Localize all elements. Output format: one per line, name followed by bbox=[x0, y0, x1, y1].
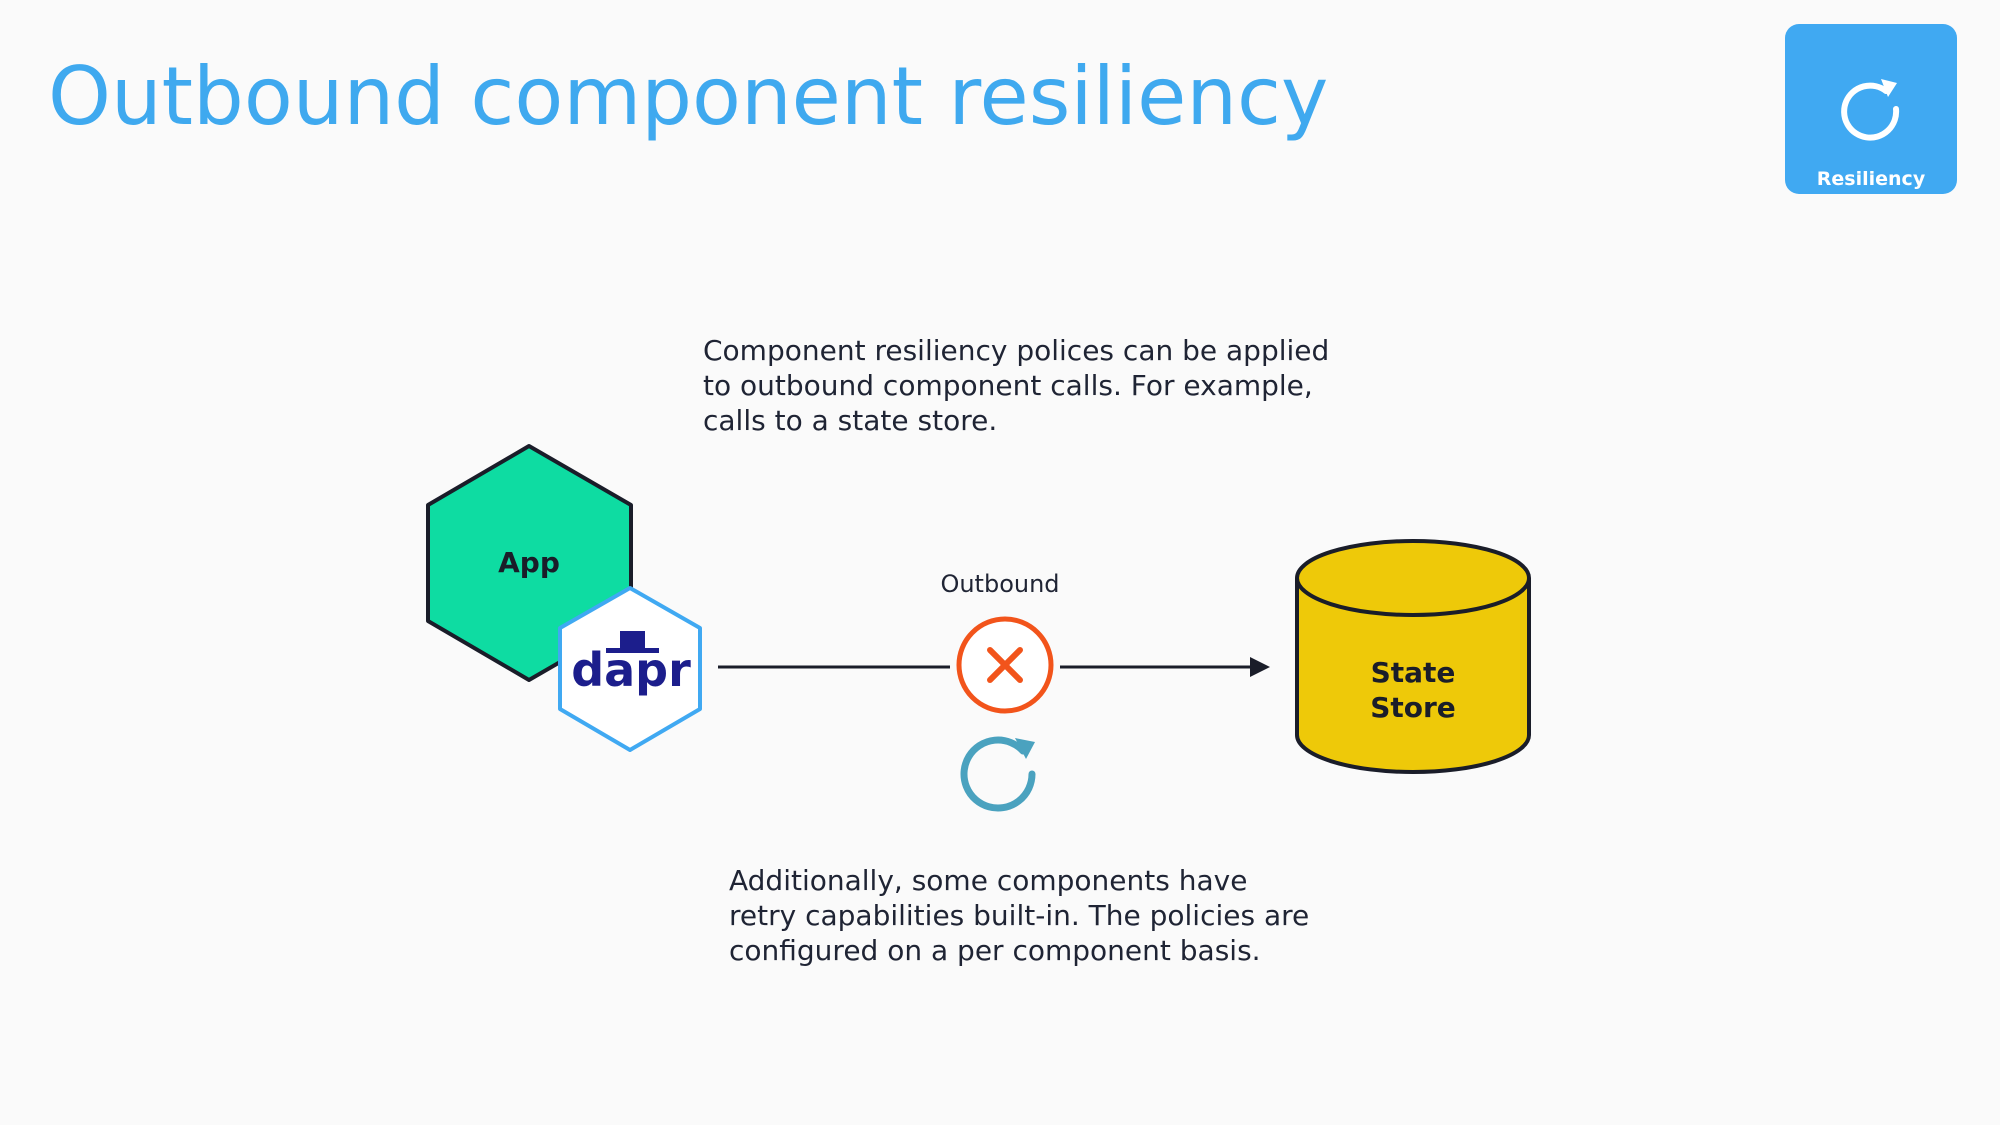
refresh-icon bbox=[1841, 79, 1900, 141]
app-label: App bbox=[498, 546, 560, 579]
dapr-hexagon bbox=[558, 586, 702, 752]
page-title: Outbound component resiliency bbox=[48, 50, 1329, 143]
resiliency-badge: Resiliency bbox=[1785, 24, 1957, 194]
arrow-head bbox=[1250, 657, 1270, 677]
description-bottom: Additionally, some components have retry… bbox=[729, 864, 1310, 967]
outbound-label: Outbound bbox=[940, 570, 1059, 598]
dapr-logo: dapr bbox=[571, 643, 691, 697]
description-top: Component resiliency polices can be appl… bbox=[703, 334, 1330, 437]
state-store-cylinder bbox=[1295, 539, 1531, 774]
x-circle-icon bbox=[956, 616, 1054, 714]
state-store-label-line2: Store bbox=[1370, 691, 1456, 724]
retry-icon bbox=[960, 736, 1036, 812]
dapr-hat-icon bbox=[606, 631, 659, 653]
badge-label: Resiliency bbox=[1816, 168, 1926, 190]
state-store-label-line1: State bbox=[1371, 656, 1456, 689]
